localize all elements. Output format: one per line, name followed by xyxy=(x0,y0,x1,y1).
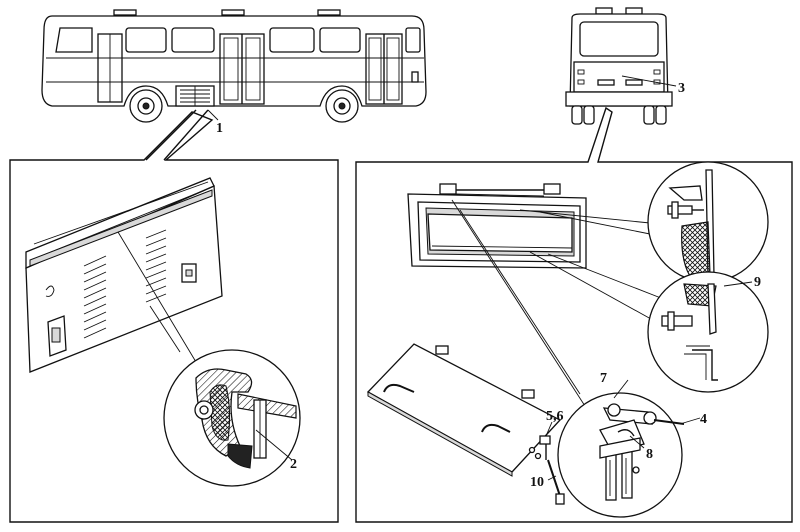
callout-labels: 1 2 3 4 5,6 7 8 9 10 xyxy=(216,81,761,490)
side-louvre-grille xyxy=(175,85,215,107)
bus-side-view xyxy=(41,9,427,123)
hinge-assembly-detail xyxy=(557,392,685,518)
bus-rear-view xyxy=(565,7,673,125)
callout-leaders xyxy=(207,75,753,481)
callout-8: 8 xyxy=(646,447,653,462)
callout-1: 1 xyxy=(216,121,223,136)
seal-section-detail xyxy=(163,349,301,487)
callout-2: 2 xyxy=(290,457,297,472)
hinge-seal-detail-upper xyxy=(647,161,769,283)
hatch-lid xyxy=(366,343,565,505)
left-detail-panel xyxy=(9,109,339,523)
rear-hatch-opening xyxy=(407,183,681,421)
callout-9: 9 xyxy=(754,275,761,290)
louvre-panel xyxy=(25,177,223,373)
callout-5-6: 5,6 xyxy=(546,409,564,424)
hinge-seal-detail-lower xyxy=(647,271,769,393)
right-detail-panel xyxy=(355,106,793,523)
callout-10: 10 xyxy=(530,475,544,490)
callout-3: 3 xyxy=(678,81,685,96)
callout-7: 7 xyxy=(600,371,607,386)
callout-4: 4 xyxy=(700,412,707,427)
